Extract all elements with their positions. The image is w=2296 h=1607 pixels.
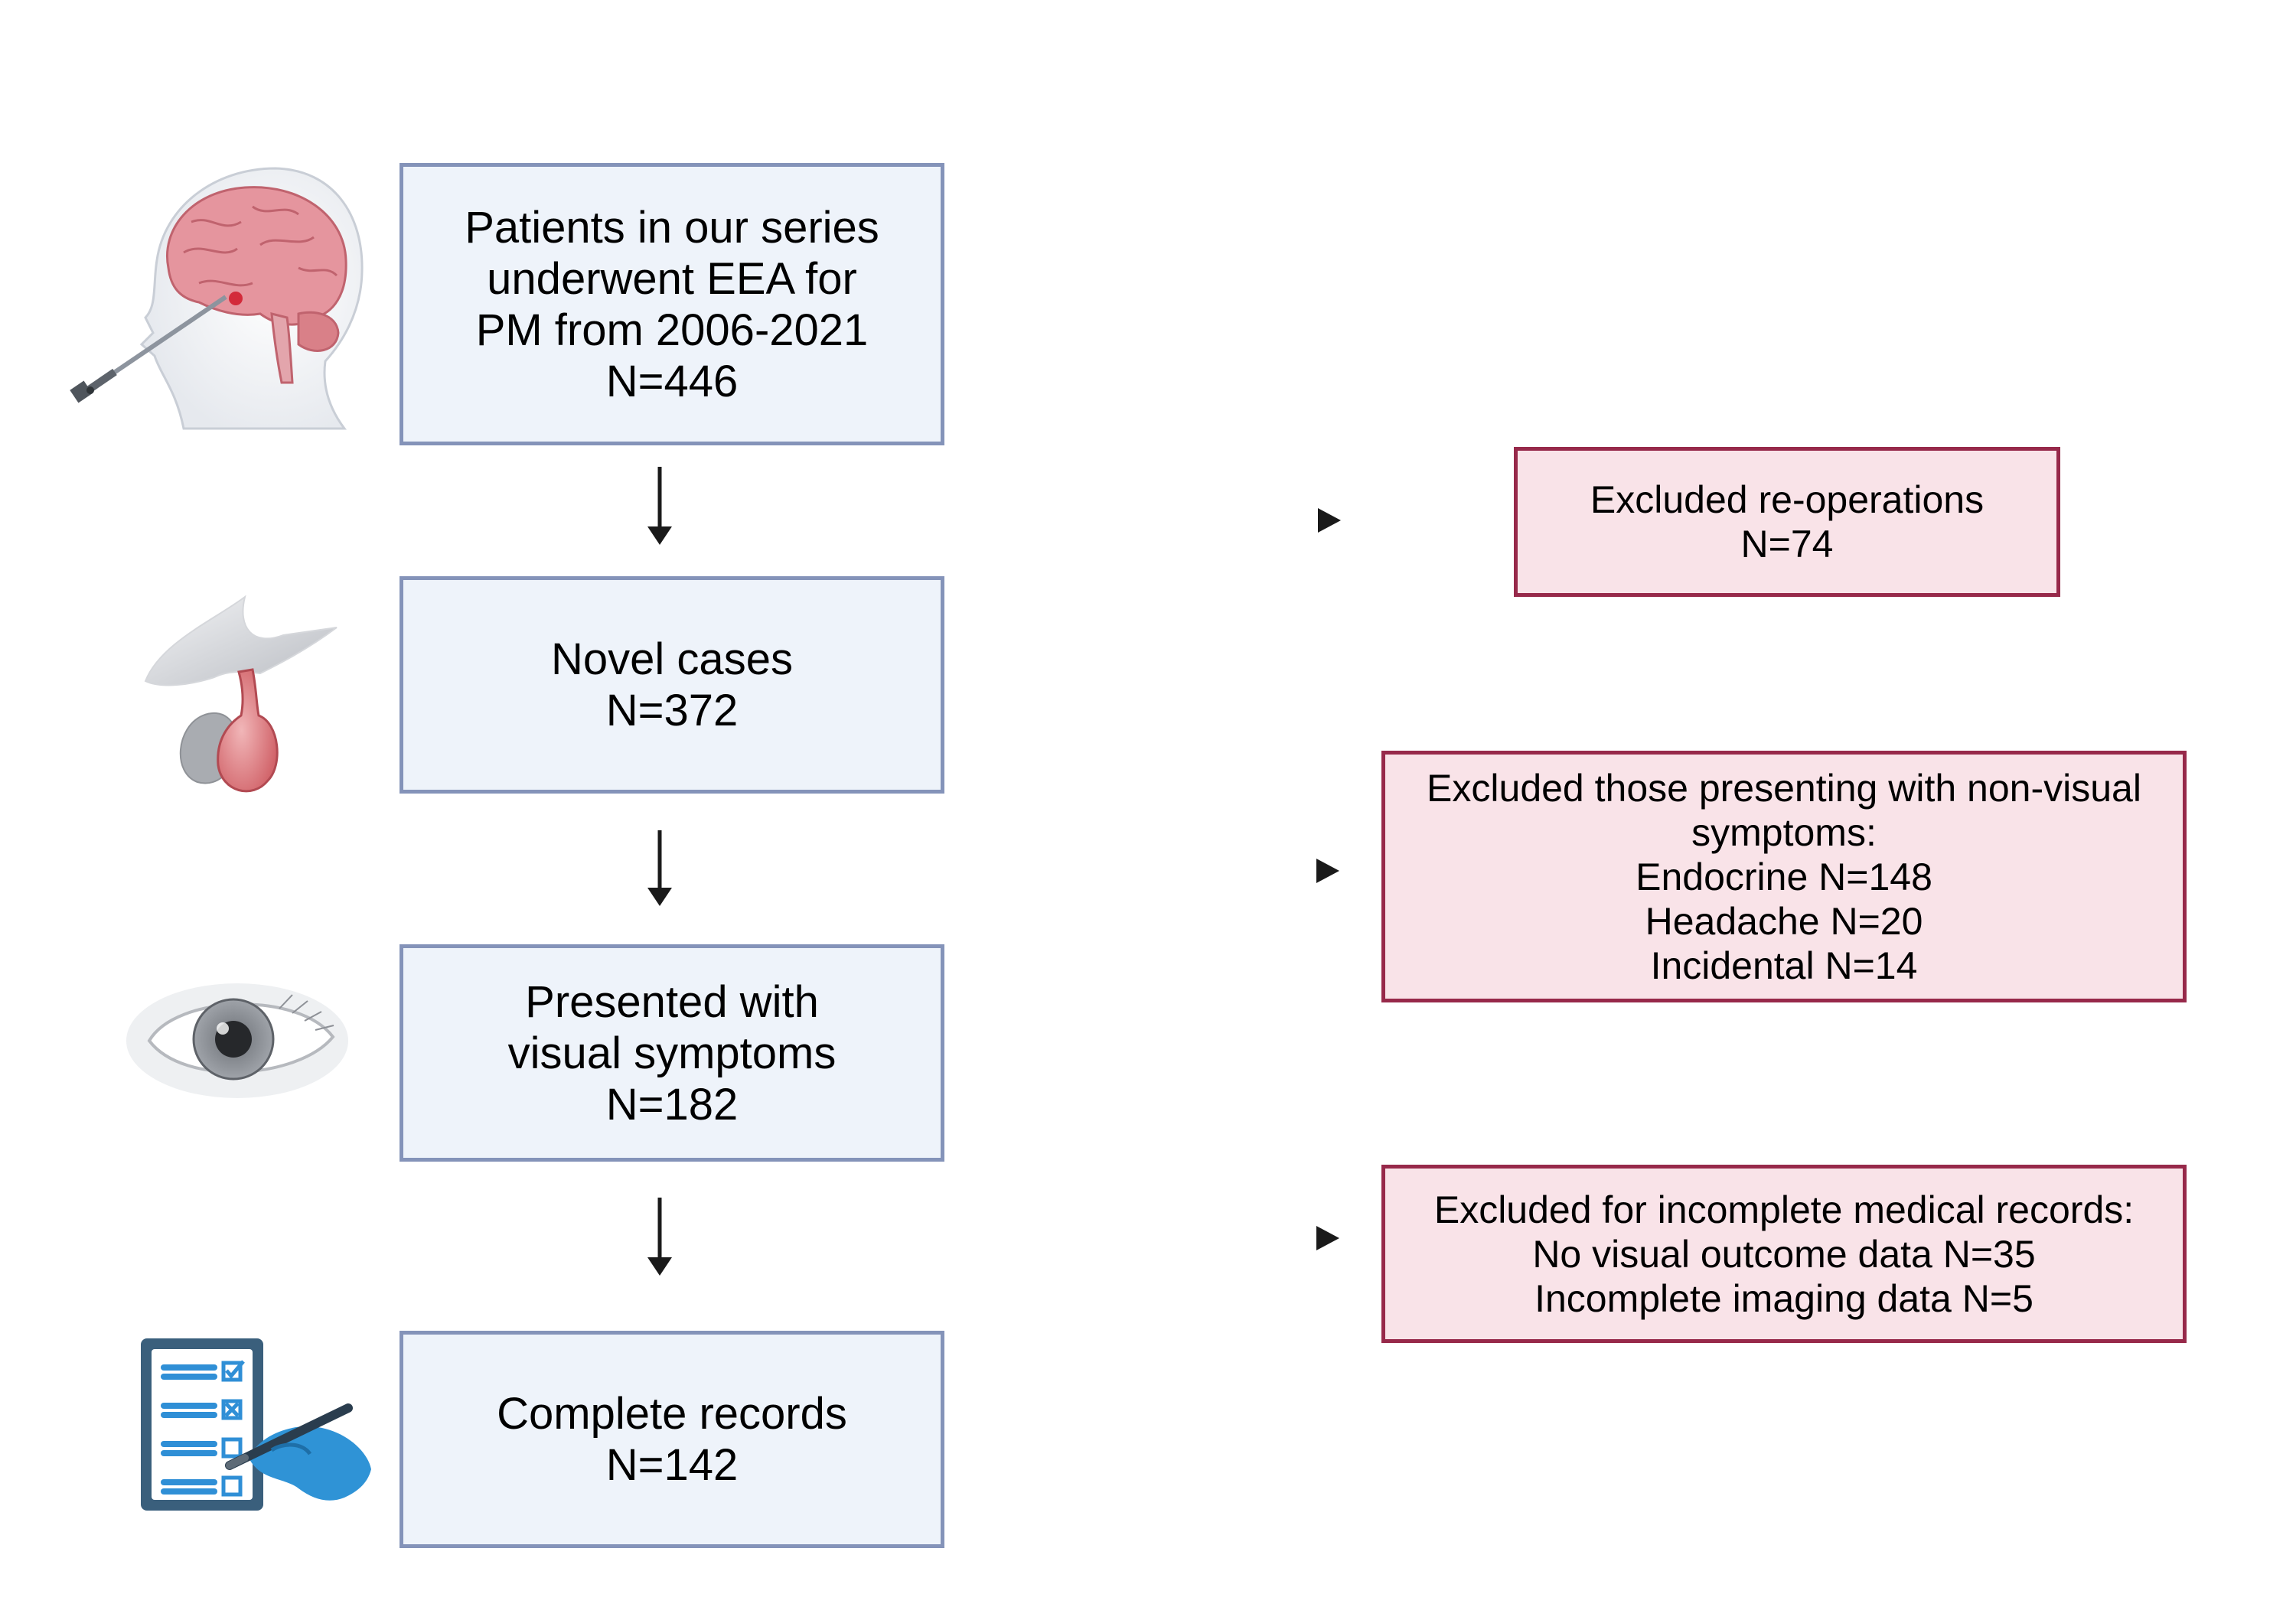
exclusion-box-non-visual: Excluded those presenting with non-visua… [1381, 751, 2187, 1002]
step-count: N=446 [605, 356, 739, 406]
exclusion-text: symptoms: [1691, 810, 1877, 854]
brain-endoscope-icon [70, 167, 364, 430]
step-box-complete-records: Complete records N=142 [400, 1331, 944, 1548]
step-text: visual symptoms [507, 1028, 837, 1078]
step-text: PM from 2006-2021 [475, 305, 869, 355]
step-box-visual-symptoms: Presented with visual symptoms N=182 [400, 944, 944, 1162]
checklist-icon [141, 1338, 371, 1511]
down-arrow-3 [647, 1198, 672, 1276]
exclusion-box-incomplete-records: Excluded for incomplete medical records:… [1381, 1165, 2187, 1343]
pituitary-gland-icon [144, 595, 338, 793]
eye-icon [126, 983, 348, 1098]
down-arrow-1 [647, 467, 672, 545]
step-count: N=182 [605, 1079, 739, 1129]
step-count: N=372 [605, 686, 739, 735]
exclusion-text: Excluded re-operations [1590, 478, 1985, 521]
step-count: N=142 [605, 1440, 739, 1490]
exclusion-box-reoperations: Excluded re-operations N=74 [1514, 447, 2060, 597]
step-box-patients: Patients in our series underwent EEA for… [400, 163, 944, 445]
step-text: Novel cases [551, 634, 793, 684]
exclusion-text: Excluded for incomplete medical records: [1433, 1188, 2135, 1231]
down-arrow-2 [647, 830, 672, 906]
exclusion-count: No visual outcome data N=35 [1532, 1232, 2036, 1276]
step-text: underwent EEA for [487, 253, 857, 304]
exclusion-count: N=74 [1740, 523, 1834, 566]
right-arrow-2 [980, 859, 1339, 883]
exclusion-count: Headache N=20 [1645, 899, 1923, 943]
exclusion-count: Endocrine N=148 [1636, 855, 1932, 898]
exclusion-text: Excluded those presenting with non-visua… [1427, 766, 2141, 810]
right-arrow-1 [980, 508, 1341, 533]
right-arrow-3 [980, 1226, 1339, 1250]
step-text: Presented with [525, 976, 819, 1027]
exclusion-count: Incidental N=14 [1650, 944, 1918, 987]
exclusion-count: Incomplete imaging data N=5 [1534, 1276, 2033, 1320]
step-text: Patients in our series [465, 202, 879, 253]
step-box-novel-cases: Novel cases N=372 [400, 576, 944, 794]
step-text: Complete records [497, 1389, 847, 1439]
